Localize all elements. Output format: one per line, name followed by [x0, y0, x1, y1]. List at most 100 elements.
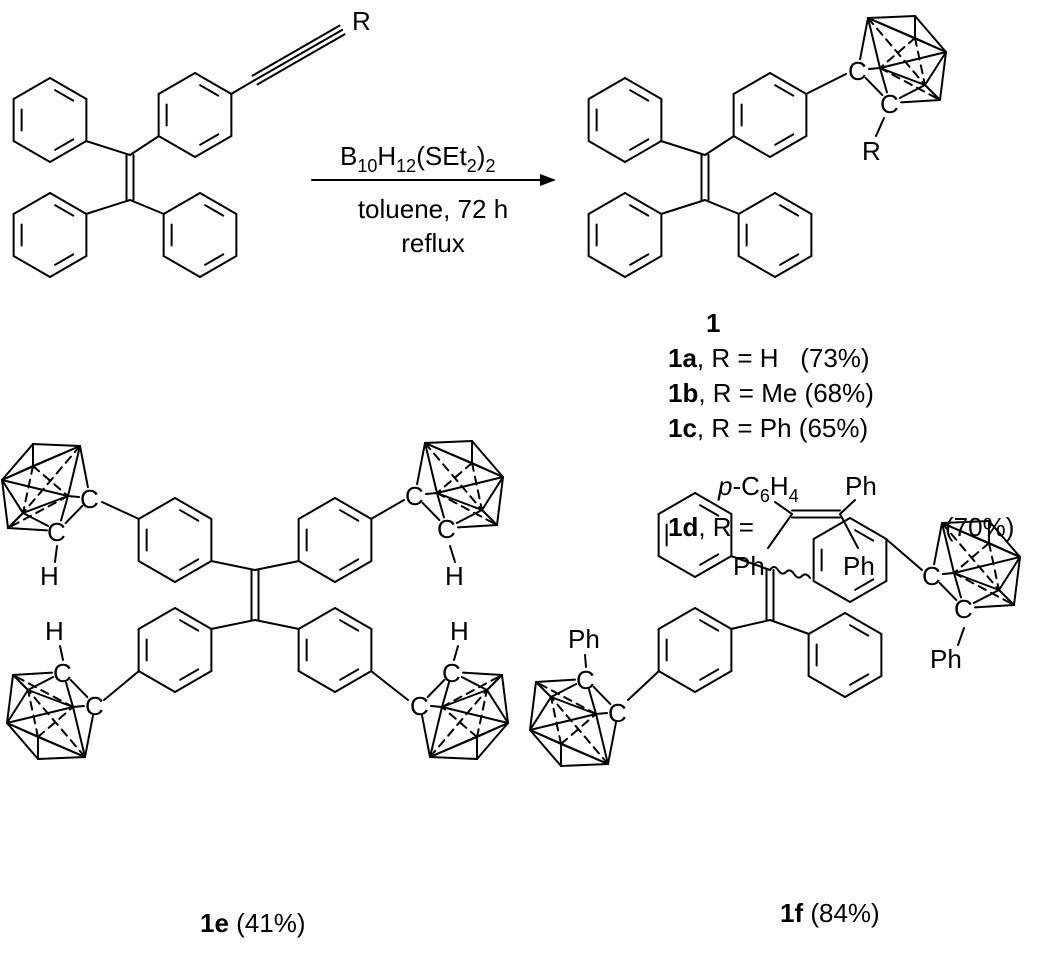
bond — [210, 560, 256, 571]
cage-edge — [12, 671, 54, 676]
bond — [230, 79, 256, 95]
cage-back-edge — [550, 696, 609, 765]
benzene-ring — [12, 192, 88, 278]
ring-bond — [157, 135, 196, 158]
atom-Ph: Ph — [930, 644, 962, 674]
cage-edge — [429, 704, 443, 708]
ring-inner-bond — [339, 668, 360, 681]
cage-back-edge — [436, 492, 498, 526]
cage-back-edge — [867, 17, 926, 86]
cage-edge — [67, 495, 81, 499]
cage-back-edge — [550, 696, 562, 745]
cage-edge — [998, 556, 1021, 591]
ring-bond — [657, 670, 696, 693]
atom-H: H — [40, 561, 59, 591]
ring-bond — [297, 497, 336, 520]
ring-bond — [774, 192, 813, 215]
ring-bond — [807, 675, 846, 698]
cage-edge — [65, 681, 74, 708]
bond — [210, 619, 256, 630]
cage-edge — [592, 685, 612, 706]
cage-edge — [898, 84, 926, 99]
bond — [730, 555, 771, 571]
cage-edge — [424, 440, 473, 444]
benzene-ring — [137, 607, 213, 693]
cage-edge — [924, 51, 947, 86]
variant-1a: 1a, R = H (73%) — [668, 343, 870, 373]
cage-edge — [461, 671, 503, 676]
atom-C: C — [848, 56, 867, 86]
atom-C: C — [880, 89, 899, 119]
cage-back-edge — [27, 689, 39, 738]
ring-bond — [732, 72, 771, 95]
atom-C: C — [608, 698, 627, 728]
atom-C: C — [954, 594, 973, 624]
atom-C: C — [405, 481, 424, 511]
carborane-cage-icon — [529, 678, 617, 767]
cage-edge — [476, 722, 509, 738]
cage-edge — [22, 512, 50, 527]
cage-back-edge — [22, 465, 34, 514]
cage-edge — [953, 572, 1000, 591]
ring-inner-bond — [699, 668, 720, 681]
ring-inner-bond — [179, 668, 200, 681]
cage-edge — [7, 527, 49, 532]
cage-edge — [424, 442, 438, 494]
bond — [254, 29, 343, 81]
variant-1d-yield: (70%) — [945, 512, 1014, 542]
ring-inner-bond — [179, 509, 200, 522]
cage-edge — [441, 706, 509, 724]
carborane-cage-icon — [859, 15, 947, 104]
ring-bond — [49, 255, 88, 278]
reagent-formula: B10H12(SEt2)2 — [340, 141, 495, 176]
ring-bond — [334, 607, 373, 630]
bond — [839, 499, 856, 515]
cage-edge — [6, 722, 39, 760]
ring-inner-bond — [204, 204, 225, 217]
cage-edge — [588, 688, 597, 715]
ring-inner-bond — [339, 509, 360, 522]
benzene-ring — [162, 192, 238, 278]
cage-edge — [72, 706, 86, 758]
compound-number-1: 1 — [706, 308, 720, 338]
cage-edge — [988, 520, 1021, 558]
atom-R-reactant: R — [352, 6, 371, 36]
cage-edge — [529, 681, 537, 731]
cage-back-edge — [941, 522, 1000, 591]
ring-bond — [694, 607, 733, 630]
cage-edge — [6, 706, 74, 724]
cage-edge — [998, 589, 1015, 606]
benzene-ring — [587, 77, 663, 163]
ring-inner-bond — [54, 89, 75, 102]
ring-bond — [812, 517, 851, 540]
ring-bond — [157, 72, 196, 95]
cage-edge — [941, 522, 990, 544]
cage-edge — [84, 714, 94, 758]
cage-edge — [486, 689, 509, 724]
ring-bond — [162, 255, 201, 278]
ring-bond — [737, 192, 776, 215]
wavy-bond — [769, 566, 811, 579]
ring-bond — [137, 670, 176, 693]
bond — [449, 545, 456, 563]
cage-edge — [550, 683, 578, 698]
cage-back-edge — [879, 67, 941, 101]
cage-edge — [607, 721, 617, 765]
atom-R-product: R — [862, 136, 881, 166]
cage-edge — [859, 17, 869, 61]
cage-edge — [560, 743, 609, 765]
cage-edge — [560, 763, 609, 767]
cage-edge — [535, 678, 577, 683]
cage-edge — [1, 479, 9, 529]
ring-inner-bond — [629, 138, 650, 151]
cage-edge — [933, 522, 943, 566]
cage-edge — [69, 678, 89, 699]
cage-edge — [22, 495, 69, 514]
bond — [453, 645, 459, 661]
benzene-ring — [737, 192, 813, 278]
cage-edge — [867, 17, 881, 69]
cage-edge — [535, 681, 552, 698]
benzene-ring — [657, 607, 733, 693]
ring-bond — [162, 192, 201, 215]
cage-edge — [1, 443, 34, 481]
